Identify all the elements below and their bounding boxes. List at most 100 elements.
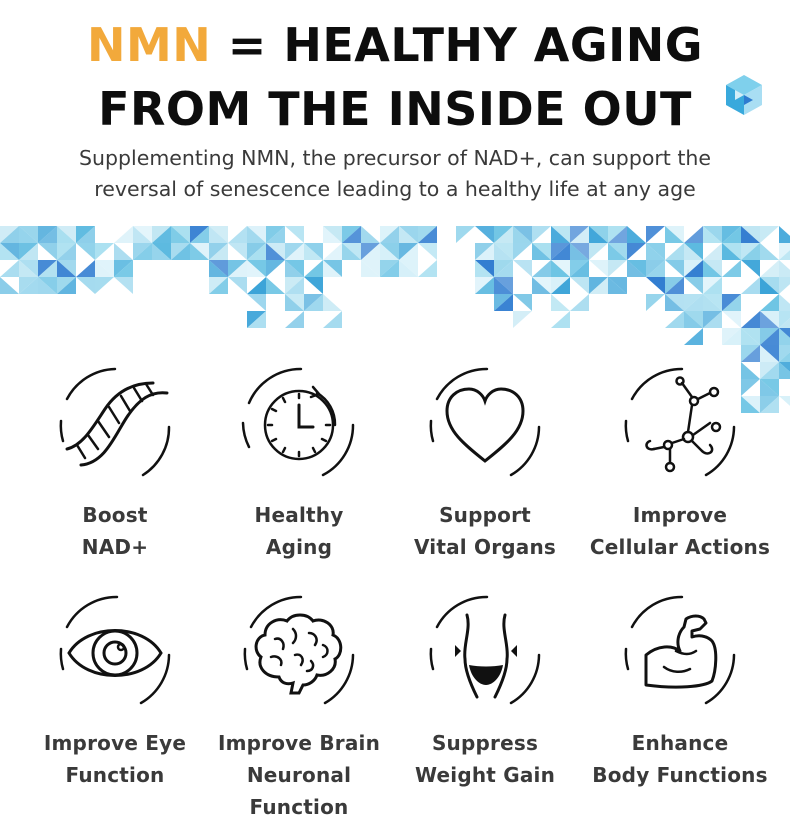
mosaic-triangle xyxy=(779,311,790,328)
mosaic-triangle xyxy=(570,260,589,277)
mosaic-triangle xyxy=(304,294,323,311)
mosaic-triangle xyxy=(741,379,760,396)
mosaic-triangle xyxy=(684,260,703,277)
mosaic-triangle xyxy=(627,226,646,243)
mosaic-triangle xyxy=(323,294,342,311)
mosaic-triangle xyxy=(646,260,665,277)
mosaic-triangle xyxy=(513,311,532,328)
mosaic-triangle xyxy=(38,226,57,243)
mosaic-triangle xyxy=(741,226,760,243)
mosaic-triangle xyxy=(646,226,665,243)
mosaic-triangle xyxy=(608,277,627,294)
mosaic-triangle xyxy=(551,226,570,243)
mosaic-triangle xyxy=(741,260,760,277)
mosaic-triangle xyxy=(95,243,114,260)
mosaic-triangle xyxy=(76,260,95,277)
mosaic-triangle xyxy=(209,243,228,260)
mosaic-triangle xyxy=(646,277,665,294)
mosaic-triangle xyxy=(684,311,703,328)
mosaic-triangle xyxy=(722,226,741,243)
mosaic-triangle xyxy=(741,345,760,362)
mosaic-triangle xyxy=(171,226,190,243)
mosaic-triangle xyxy=(703,226,722,243)
mosaic-triangle xyxy=(209,260,228,277)
molecule-icon xyxy=(624,367,736,477)
mosaic-triangle xyxy=(513,226,532,243)
mosaic-triangle xyxy=(570,243,589,260)
feature-label-line-1: Enhance xyxy=(631,731,729,755)
mosaic-triangle xyxy=(494,226,513,243)
mosaic-triangle xyxy=(57,226,76,243)
feature-label-line-1: Improve Eye xyxy=(43,731,187,755)
mosaic-triangle xyxy=(684,226,703,243)
mosaic-triangle xyxy=(285,311,304,328)
mosaic-triangle xyxy=(19,277,38,294)
mosaic-triangle xyxy=(475,277,494,294)
feature-label-line-2: Neuronal Function xyxy=(246,763,352,819)
mosaic-triangle xyxy=(570,226,589,243)
mosaic-triangle xyxy=(247,243,266,260)
mosaic-triangle xyxy=(380,226,399,243)
mosaic-triangle xyxy=(703,277,722,294)
feature-label-line-1: Improve Brain xyxy=(217,731,381,755)
mosaic-triangle xyxy=(19,226,38,243)
mosaic-triangle xyxy=(760,311,779,328)
mosaic-triangle xyxy=(304,260,323,277)
feature-label-line-1: Healthy xyxy=(254,503,344,527)
mosaic-triangle xyxy=(665,277,684,294)
mosaic-triangle xyxy=(665,226,684,243)
mosaic-triangle xyxy=(76,277,95,294)
mosaic-triangle xyxy=(380,243,399,260)
mosaic-triangle xyxy=(779,243,790,260)
mosaic-triangle xyxy=(779,328,790,345)
mosaic-triangle xyxy=(323,260,342,277)
mosaic-triangle xyxy=(361,243,380,260)
mosaic-triangle xyxy=(722,294,741,311)
mosaic-triangle xyxy=(266,260,285,277)
hexagon-cube-icon xyxy=(726,75,762,115)
mosaic-triangle xyxy=(399,243,418,260)
waist-icon xyxy=(429,595,541,705)
mosaic-triangle xyxy=(152,226,171,243)
mosaic-triangle xyxy=(532,226,551,243)
mosaic-triangle xyxy=(266,226,285,243)
mosaic-triangle xyxy=(209,277,228,294)
mosaic-triangle xyxy=(228,243,247,260)
mosaic-triangle xyxy=(741,328,760,345)
title-rest: = HEALTHY AGING xyxy=(211,18,703,72)
feature-label-line-2: Function xyxy=(65,763,165,787)
feature-label-line-2: Vital Organs xyxy=(413,535,557,559)
mosaic-triangle xyxy=(684,328,703,345)
mosaic-triangle xyxy=(0,260,19,277)
mosaic-triangle xyxy=(209,226,228,243)
mosaic-triangle xyxy=(589,260,608,277)
mosaic-triangle xyxy=(323,311,342,328)
mosaic-triangle xyxy=(380,260,399,277)
mosaic-triangle xyxy=(361,226,380,243)
mosaic-triangle xyxy=(570,294,589,311)
mosaic-triangle xyxy=(703,243,722,260)
mosaic-triangle xyxy=(323,243,342,260)
mosaic-triangle xyxy=(779,362,790,379)
mosaic-triangle xyxy=(551,277,570,294)
mosaic-triangle xyxy=(779,277,790,294)
mosaic-triangle xyxy=(703,294,722,311)
mosaic-triangle xyxy=(760,277,779,294)
feature-label-line-1: Improve xyxy=(632,503,728,527)
mosaic-triangle xyxy=(760,328,779,345)
muscle-arm-icon xyxy=(624,595,736,705)
mosaic-triangle xyxy=(399,226,418,243)
mosaic-triangle xyxy=(456,226,475,243)
mosaic-triangle xyxy=(266,243,285,260)
feature-label-line-2: Weight Gain xyxy=(414,763,556,787)
mosaic-triangle xyxy=(627,260,646,277)
triangle-mosaic-banner xyxy=(0,226,790,413)
mosaic-triangle xyxy=(247,260,266,277)
mosaic-triangle xyxy=(646,294,665,311)
mosaic-triangle xyxy=(95,260,114,277)
mosaic-triangle xyxy=(665,243,684,260)
mosaic-triangle xyxy=(779,294,790,311)
mosaic-triangle xyxy=(741,362,760,379)
feature-label-line-2: Aging xyxy=(265,535,333,559)
mosaic-triangle xyxy=(285,226,304,243)
